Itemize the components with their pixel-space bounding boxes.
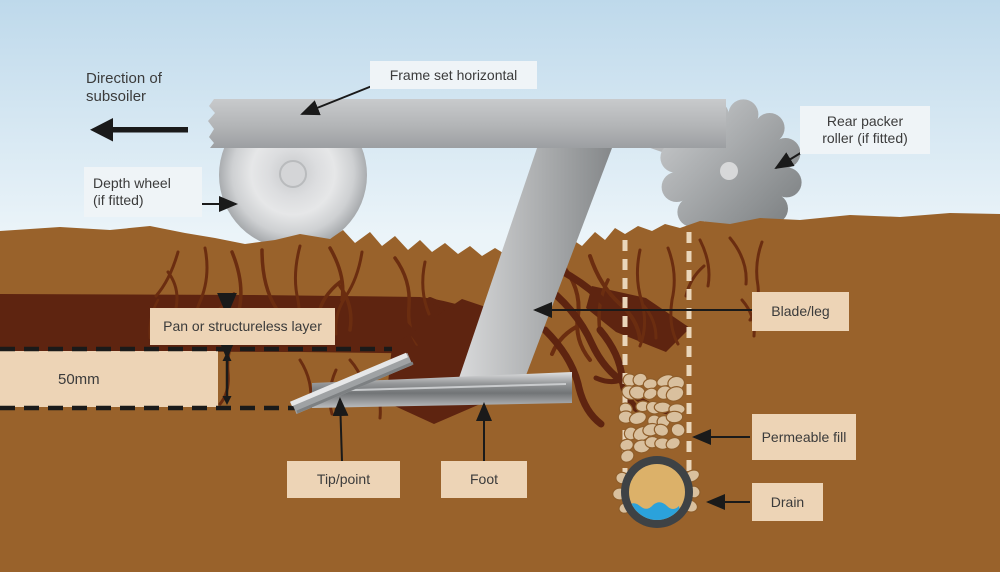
pan-label: Pan or structureless layer (150, 308, 335, 345)
direction-arrow-icon (90, 118, 188, 142)
foot-label-text: Foot (469, 471, 498, 487)
pebble (665, 436, 681, 450)
pebble (653, 401, 672, 414)
depth-wheel-label-line1: Depth wheel (93, 175, 171, 191)
depth-measurement-label: 50mm (58, 369, 158, 389)
rear-packer-label: Rear packer roller (if fitted) (800, 106, 930, 154)
pebble (628, 411, 647, 426)
frame-label-text: Frame set horizontal (389, 66, 518, 83)
pebble (665, 410, 684, 424)
drain-label: Drain (752, 483, 823, 521)
pebble (665, 386, 685, 402)
depth-zone (0, 292, 392, 411)
drain-pipe (621, 456, 693, 528)
direction-label: Direction of subsoiler (86, 70, 206, 106)
blade-label-text: Blade/leg (771, 303, 830, 319)
pointer-lines (178, 85, 813, 510)
rear-packer-label-line2: roller (if fitted) (822, 130, 908, 146)
depth-measurement-text: 50mm (58, 370, 100, 388)
depth-wheel-label-line2: (if fitted) (93, 192, 144, 208)
pebble (670, 422, 686, 438)
pan-label-text: Pan or structureless layer (163, 318, 322, 334)
permeable-fill-label-text: Permeable fill (761, 428, 847, 445)
blade-label: Blade/leg (752, 292, 849, 331)
tip-pointer (332, 397, 349, 462)
foot-shape (312, 372, 572, 408)
direction-label-line2: subsoiler (86, 88, 147, 105)
depth-wheel-label: Depth wheel (if fitted) (84, 167, 202, 217)
tip-point (290, 352, 414, 414)
frame-bar (208, 99, 726, 148)
tip-label: Tip/point (287, 461, 400, 498)
pebble (653, 423, 670, 437)
tip-label-text: Tip/point (316, 471, 371, 487)
foot-label: Foot (441, 461, 527, 498)
drain-label-text: Drain (770, 493, 805, 510)
rear-packer-label-line1: Rear packer (826, 113, 904, 129)
pebble (620, 449, 635, 463)
direction-label-line1: Direction of (86, 70, 162, 87)
frame-pointer (300, 85, 373, 116)
permeable-fill-label: Permeable fill (752, 414, 856, 460)
blade-leg (459, 148, 612, 378)
frame-label: Frame set horizontal (370, 61, 537, 89)
